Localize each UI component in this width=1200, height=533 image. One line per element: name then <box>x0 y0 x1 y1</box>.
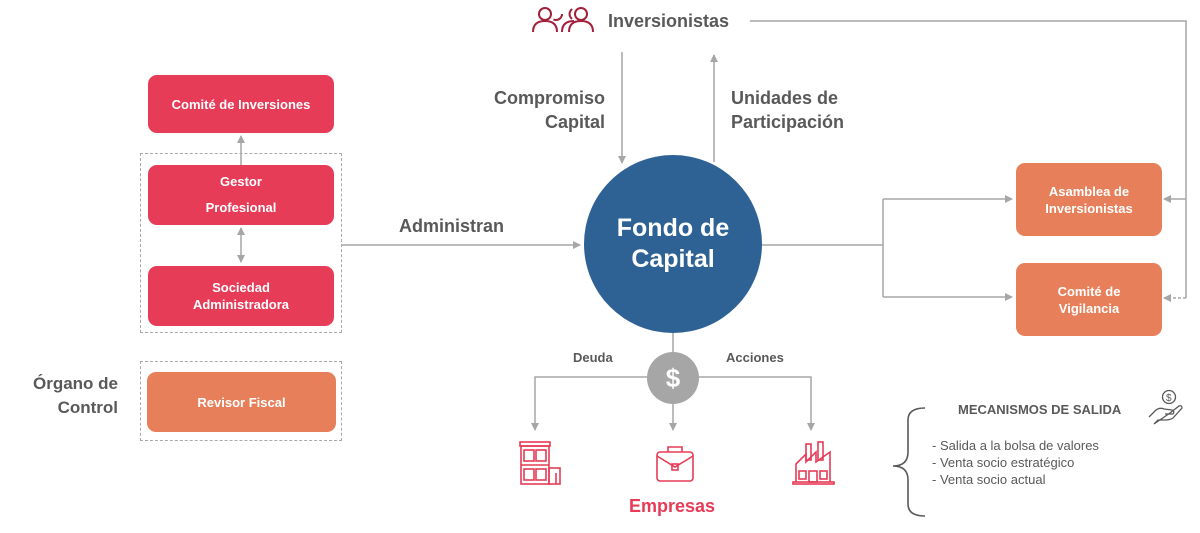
investors-group-icon <box>532 7 594 33</box>
investment-committee-box[interactable]: Comité de Inversiones <box>148 75 334 133</box>
manager-group-frame <box>140 153 342 333</box>
exit-brace <box>892 407 926 517</box>
equity-label: Acciones <box>726 350 784 365</box>
oversight-committee-label: Comité de Vigilancia <box>1057 283 1121 316</box>
investors-label: Inversionistas <box>608 11 730 31</box>
administer-label: Administran <box>399 216 505 236</box>
exit-mechanisms-title: MECANISMOS DE SALIDA <box>958 402 1122 417</box>
commitment-label: Compromiso Capital <box>493 88 605 132</box>
control-group-frame <box>140 361 342 441</box>
fiscal-auditor-label: Revisor Fiscal <box>197 394 286 410</box>
exit-mechanisms-list: - Salida a la bolsa de valores - Venta s… <box>932 437 1099 488</box>
svg-text:$: $ <box>1166 393 1172 404</box>
hand-money-icon: $ <box>1148 389 1183 425</box>
investors-assembly-box[interactable]: Asamblea de Inversionistas <box>1016 163 1162 236</box>
briefcase-icon <box>656 446 694 482</box>
debt-label: Deuda <box>573 350 613 365</box>
investors-header: Inversionistas <box>532 6 729 36</box>
professional-manager-box[interactable]: Gestor Profesional <box>148 165 334 225</box>
dollar-icon: $ <box>647 352 699 404</box>
companies-label: Empresas <box>629 496 716 516</box>
investors-to-governance-line <box>750 20 1187 298</box>
dollar-symbol: $ <box>665 362 681 393</box>
office-building-icon <box>519 441 561 485</box>
exit-item: - Venta socio estratégico <box>932 455 1075 470</box>
admin-company-label: Sociedad Administradora <box>192 280 290 312</box>
exit-item: - Venta socio actual <box>932 472 1046 487</box>
factory-icon <box>792 441 835 485</box>
capital-fund-node[interactable]: Fondo de Capital <box>584 155 762 333</box>
exit-item: - Salida a la bolsa de valores <box>932 438 1099 453</box>
units-label: Unidades de Participación <box>731 88 845 132</box>
oversight-committee-box[interactable]: Comité de Vigilancia <box>1016 263 1162 336</box>
fiscal-auditor-box[interactable]: Revisor Fiscal <box>147 372 336 432</box>
admin-company-box[interactable]: Sociedad Administradora <box>148 266 334 326</box>
professional-manager-label: Gestor Profesional <box>205 174 277 215</box>
control-body-label: Órgano de Control <box>32 374 118 417</box>
investors-assembly-label: Asamblea de Inversionistas <box>1045 183 1133 216</box>
capital-fund-label: Fondo de Capital <box>616 214 730 273</box>
investment-committee-label: Comité de Inversiones <box>171 96 311 112</box>
